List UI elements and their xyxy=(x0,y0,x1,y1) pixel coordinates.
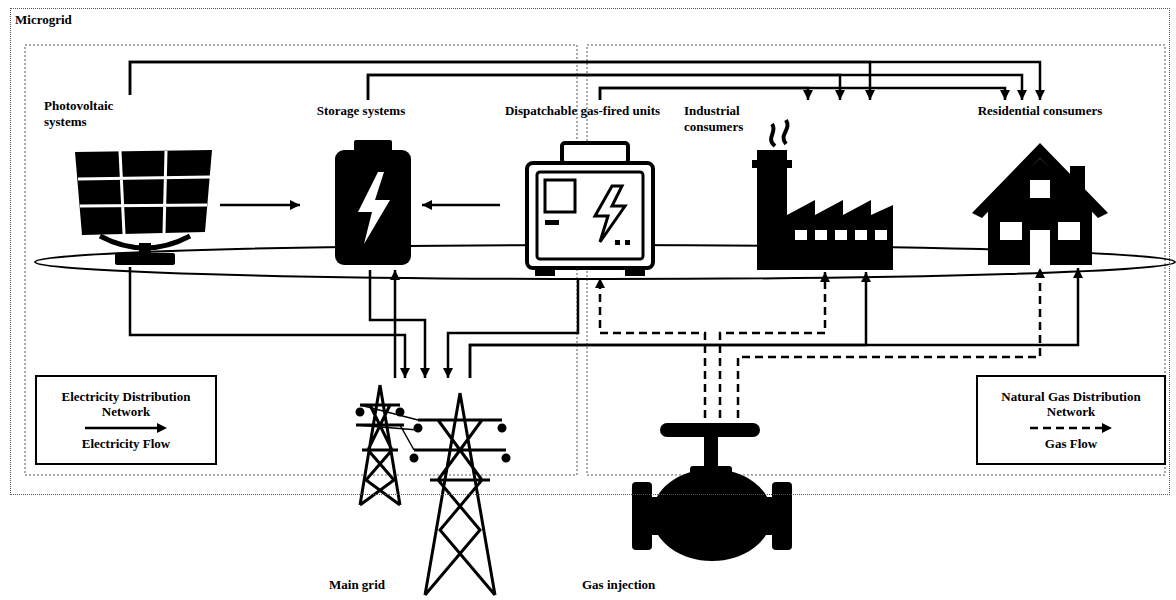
electricity-flow-line xyxy=(600,88,1005,100)
electricity-flow-line xyxy=(130,62,1040,100)
electricity-flow-line xyxy=(600,88,808,100)
legend-title: Electricity Distribution Network xyxy=(37,388,215,421)
legend-text: Gas Flow xyxy=(1041,435,1101,453)
industrial-node: Industrial consumers xyxy=(680,100,895,272)
node-label: Photovoltaic systems xyxy=(40,95,134,132)
electricity-flow-line xyxy=(368,75,1022,100)
tower-icon xyxy=(356,385,509,595)
main-grid-node: Main grid xyxy=(325,378,510,596)
region-panels xyxy=(25,45,1165,475)
generator-icon xyxy=(625,240,630,245)
factory-icon xyxy=(875,230,887,240)
factory-icon xyxy=(815,230,827,240)
house-icon xyxy=(1000,222,1022,240)
legend-sample xyxy=(81,421,171,435)
gas-flow-line xyxy=(720,272,825,418)
electricity-legend: Electricity Distribution NetworkElectric… xyxy=(35,375,217,465)
generator-icon xyxy=(595,186,625,242)
pv-panel-icon xyxy=(75,150,212,265)
node-label: Dispatchable gas-fired units xyxy=(501,100,664,122)
legend-sample xyxy=(1026,421,1116,435)
electricity-flow-line xyxy=(130,267,405,378)
tower-icon xyxy=(503,455,509,461)
tower-icon xyxy=(357,409,363,415)
residential-node: Residential consumers xyxy=(965,100,1115,268)
node-label: Microgrid xyxy=(11,9,76,31)
legend-arrowhead xyxy=(1102,423,1112,433)
legend-arrowhead xyxy=(157,423,167,433)
tower-icon xyxy=(356,385,404,505)
factory-icon xyxy=(752,160,792,168)
legend-line xyxy=(85,427,159,430)
electricity-flow-line xyxy=(370,270,425,378)
generator-icon xyxy=(545,220,559,225)
tower-icon xyxy=(415,425,421,431)
battery-icon xyxy=(335,140,411,265)
battery-icon xyxy=(335,150,411,265)
pv-node: Photovoltaic systems xyxy=(40,95,220,267)
electricity-flow-line xyxy=(130,62,870,100)
generator-icon xyxy=(625,268,645,276)
electricity-flow-line xyxy=(470,272,866,378)
house-icon xyxy=(1058,222,1080,240)
valve-icon xyxy=(632,423,792,561)
factory-icon xyxy=(752,120,893,270)
valve-icon xyxy=(772,482,792,550)
factory-icon xyxy=(795,230,807,240)
tower-icon xyxy=(411,455,417,461)
pv-panel-icon xyxy=(75,150,212,235)
generator-node: Dispatchable gas-fired units xyxy=(500,100,665,278)
region-panels xyxy=(25,45,577,475)
pv-panel-icon xyxy=(78,151,210,234)
electricity-flow-line xyxy=(220,204,300,207)
gas-flow-line xyxy=(600,278,705,418)
electricity-flow-line xyxy=(448,278,578,378)
storage-node: Storage systems xyxy=(300,100,422,270)
tower-icon xyxy=(397,409,403,415)
node-label: Residential consumers xyxy=(974,100,1107,122)
house-icon xyxy=(988,158,1092,265)
house-icon xyxy=(972,143,1108,265)
electricity-flow-line xyxy=(394,270,397,378)
factory-icon xyxy=(855,230,867,240)
generator-icon xyxy=(545,180,575,212)
house-icon xyxy=(1030,180,1050,198)
generator-icon xyxy=(527,163,653,268)
tower-icon xyxy=(414,393,506,595)
generator-icon xyxy=(562,143,628,163)
generator-icon xyxy=(615,240,620,245)
tower-icon xyxy=(499,425,505,431)
valve-icon xyxy=(660,423,760,437)
legend-title: Natural Gas Distribution Network xyxy=(978,388,1164,421)
electricity-flow-line xyxy=(470,268,1078,378)
house-icon xyxy=(1030,230,1050,265)
gas-legend: Natural Gas Distribution NetworkGas Flow xyxy=(976,375,1166,465)
valve-icon xyxy=(632,482,652,550)
electricity-flow-line xyxy=(422,204,500,207)
generator-icon xyxy=(527,143,653,276)
valve-icon xyxy=(652,469,772,561)
gas-injection-node: Gas injection xyxy=(578,418,803,596)
node-label: Main grid xyxy=(325,574,389,596)
region-panels xyxy=(587,45,1165,475)
factory-icon xyxy=(787,200,893,270)
legend-text: Electricity Flow xyxy=(78,435,174,453)
generator-icon xyxy=(537,172,643,259)
node-label: Storage systems xyxy=(313,100,409,122)
generator-icon xyxy=(535,268,555,276)
factory-icon xyxy=(835,230,847,240)
node-label: Industrial consumers xyxy=(680,100,764,137)
legend-line xyxy=(1030,427,1104,430)
factory-icon xyxy=(771,120,787,146)
battery-icon xyxy=(358,172,390,244)
node-label: Gas injection xyxy=(578,574,659,596)
tower-icon xyxy=(356,405,418,450)
pv-panel-icon xyxy=(115,253,175,265)
